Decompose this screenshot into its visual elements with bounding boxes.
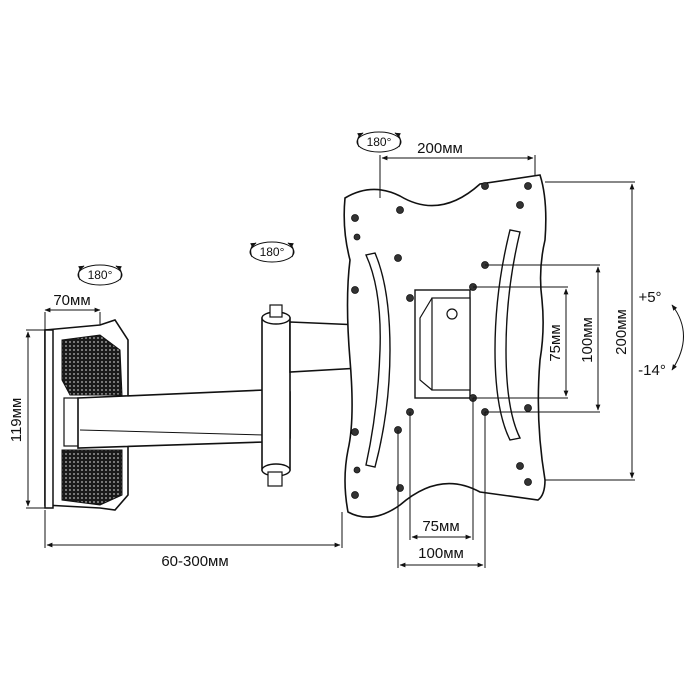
arm-swivel-badge: 180° bbox=[249, 241, 295, 263]
plate-width-label: 200мм bbox=[417, 140, 463, 157]
wall-plate-height-label: 119мм bbox=[8, 398, 25, 443]
plate-height-label: 200мм bbox=[613, 309, 630, 355]
vesa-v-large-label: 100мм bbox=[579, 317, 596, 363]
tv-mount-plate bbox=[343, 174, 547, 518]
vesa-h-large-label: 100мм bbox=[418, 545, 464, 562]
head-swivel-badge: 180° bbox=[356, 131, 402, 153]
wall-swivel-badge: 180° bbox=[77, 264, 123, 286]
dimension-lines bbox=[25, 155, 635, 568]
swing-arm bbox=[77, 304, 361, 487]
vesa-h-small-label: 75мм bbox=[422, 518, 459, 535]
tilt-up-label: +5° bbox=[638, 289, 661, 306]
tilt-down-label: -14° bbox=[638, 362, 666, 379]
wall-distance-label: 60-300мм bbox=[161, 553, 228, 570]
tilt-indicator: +5° -14° bbox=[638, 289, 684, 379]
head-swivel-label: 180° bbox=[367, 135, 392, 149]
vesa-v-small-label: 75мм bbox=[547, 324, 564, 361]
wall-plate-width-label: 70мм bbox=[53, 292, 90, 309]
wall-swivel-label: 180° bbox=[88, 268, 113, 282]
arm-swivel-label: 180° bbox=[260, 245, 285, 259]
